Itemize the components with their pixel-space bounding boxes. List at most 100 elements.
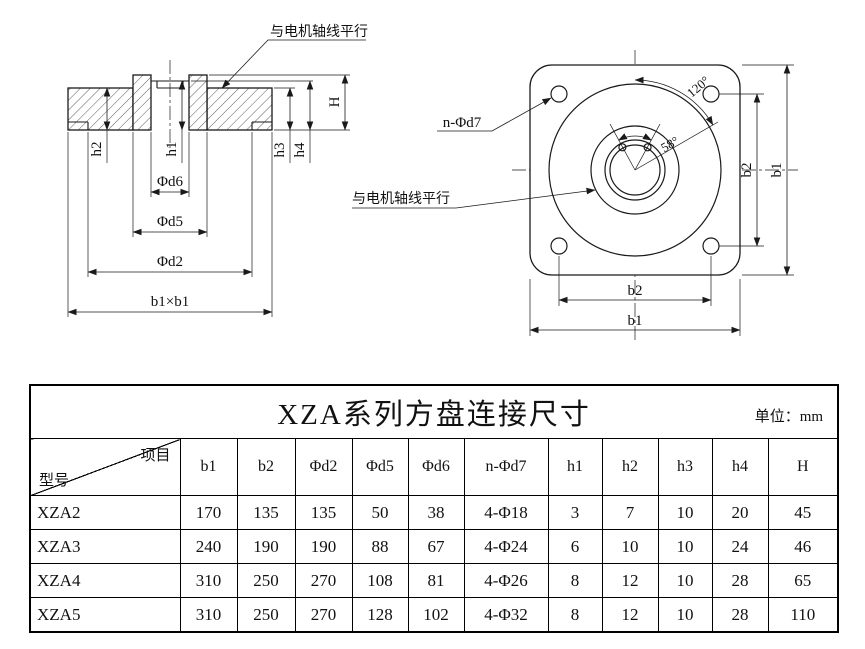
table-cell: 24 [711,529,769,564]
table-title-cell: XZA系列方盘连接尺寸 单位：mm [29,384,839,439]
flange-plate-left-section [67,87,134,131]
table-cell: 28 [711,597,769,633]
column-header: n-Φd7 [463,438,549,496]
spigot-step-edges [68,121,272,130]
model-cell: XZA5 [29,597,181,633]
header-model-label: 型号 [39,473,70,489]
dim-label-d2: Φd2 [157,254,183,270]
table-cell: 46 [767,529,839,564]
table-cell: 4-Φ32 [463,597,549,633]
dimension-table: XZA系列方盘连接尺寸 单位：mm 项目 型号 b1 b2 Φd2 Φd5 Φd… [29,384,840,633]
table-cell: 10 [601,529,659,564]
dim-label-b2-right: b2 [739,163,755,178]
angle-arc-58 [618,133,652,141]
column-header: b1 [179,438,238,496]
table-cell: 20 [711,495,769,530]
dim-label-H: H [327,96,343,107]
flange-plate-right-section [206,87,273,131]
dim-label-b1-right: b1 [769,163,785,178]
table-cell: 8 [547,563,603,598]
table-cell: 310 [179,563,238,598]
table-title: XZA系列方盘连接尺寸 [277,399,591,431]
model-cell: XZA4 [29,563,181,598]
hole-callout-label: n-Φd7 [443,115,482,131]
table-cell: 170 [179,495,238,530]
front-leader-line [352,187,596,209]
table-unit: 单位：mm [754,409,824,425]
table-cell: 250 [236,597,296,633]
table-cell: 50 [351,495,409,530]
column-header: H [767,438,839,496]
table-cell: 10 [657,563,713,598]
leader-line [221,39,366,89]
table-cell: 190 [294,529,353,564]
dim-label-b1-bottom: b1 [628,313,643,329]
hub-wall-left-section [132,74,152,131]
table-row: XZA4 310 250 270 108 81 4-Φ26 8 12 10 28… [29,563,839,598]
table-cell: 135 [236,495,296,530]
table-cell: 110 [767,597,839,633]
table-cell: 270 [294,563,353,598]
dim-label-b2-bottom: b2 [628,283,643,299]
table-cell: 28 [711,563,769,598]
column-header: Φd5 [351,438,409,496]
bore-notch-left [618,143,627,152]
dim-label-h3: h3 [272,143,288,158]
dim-label-h1: h1 [164,142,180,157]
section-view-drawing: 与电机轴线平行 Φd6 Φd5 Φd2 b1×b1 h2 h1 h3 [67,23,368,317]
table-cell: 10 [657,597,713,633]
table-cell: 45 [767,495,839,530]
dim-label-h2: h2 [89,142,105,157]
table-cell: 10 [657,495,713,530]
table-cell: 310 [179,597,238,633]
hole-callout-leader [437,97,552,132]
table-cell: 8 [547,597,603,633]
table-cell: 102 [407,597,465,633]
hub-wall-right-section [188,74,208,131]
front-parallel-axis-label: 与电机轴线平行 [352,190,450,206]
table-row: XZA2 170 135 135 50 38 4-Φ18 3 7 10 20 4… [29,495,839,530]
table-cell: 81 [407,563,465,598]
dim-label-h4: h4 [292,142,308,158]
model-cell: XZA3 [29,529,181,564]
table-cell: 67 [407,529,465,564]
table-cell: 190 [236,529,296,564]
table-cell: 38 [407,495,465,530]
column-header: h1 [547,438,603,496]
table-cell: 4-Φ18 [463,495,549,530]
table-cell: 10 [657,529,713,564]
parallel-axis-label: 与电机轴线平行 [270,23,368,39]
corner-hole-top-left [550,85,568,103]
table-cell: 12 [601,597,659,633]
angle-arc-120 [634,76,714,126]
drawing-canvas: 与电机轴线平行 Φd6 Φd5 Φd2 b1×b1 h2 h1 h3 [67,23,798,342]
dim-label-d5: Φd5 [157,214,183,230]
table-cell: 12 [601,563,659,598]
table-cell: 4-Φ24 [463,529,549,564]
table-cell: 128 [351,597,409,633]
column-header: h4 [711,438,769,496]
spec-table: XZA系列方盘连接尺寸 单位：mm 项目 型号 b1 b2 Φd2 Φd5 Φd… [29,384,840,633]
column-header: Φd6 [407,438,465,496]
bottom-extension-lines [529,256,741,336]
table-cell: 108 [351,563,409,598]
table-cell: 270 [294,597,353,633]
right-extension-lines [719,64,794,276]
table-cell: 240 [179,529,238,564]
table-cell: 6 [547,529,603,564]
hub-circle [590,125,680,215]
table-cell: 7 [601,495,659,530]
diagonal-header-cell: 项目 型号 [29,438,181,496]
angle-radius-line-2 [609,123,636,171]
model-cell: XZA2 [29,495,181,530]
column-header: b2 [236,438,296,496]
bore-inner-circle [609,144,661,196]
table-row: XZA5 310 250 270 128 102 4-Φ32 8 12 10 2… [29,597,839,633]
column-header: h3 [657,438,713,496]
dim-label-d6: Φd6 [157,174,183,190]
table-cell: 3 [547,495,603,530]
dim-label-b1xb1: b1×b1 [151,294,189,310]
angle-radius-line-3 [634,121,719,171]
table-cell: 88 [351,529,409,564]
